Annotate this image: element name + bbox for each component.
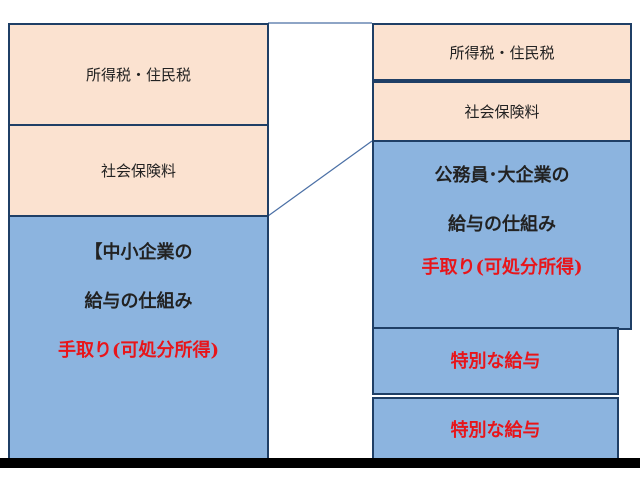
right-take-home-label: 手取り(可処分所得)	[421, 257, 583, 278]
left-title-line2: 給与の仕組み	[84, 291, 193, 312]
right-main-box: 公務員･大企業の 給与の仕組み 手取り(可処分所得)	[372, 140, 632, 330]
right-bonus-box-1: 特別な給与	[372, 327, 619, 395]
left-tax-box: 所得税・住民税	[8, 23, 269, 126]
left-main-box: 【中小企業の 給与の仕組み 手取り(可処分所得)	[8, 215, 269, 463]
right-bonus-label-2: 特別な給与	[450, 419, 541, 441]
right-tax-label: 所得税・住民税	[449, 43, 555, 62]
connector-diagonal-line	[267, 140, 373, 217]
right-main-text: 公務員･大企業の 給与の仕組み 手取り(可処分所得)	[421, 162, 582, 281]
left-main-text: 【中小企業の 給与の仕組み 手取り(可処分所得)	[58, 239, 219, 364]
left-insurance-label: 社会保険料	[100, 162, 176, 180]
right-insurance-box: 社会保険料	[372, 81, 632, 142]
right-title-line2: 給与の仕組み	[447, 214, 556, 235]
right-bonus-label-1: 特別な給与	[450, 350, 541, 372]
right-insurance-label: 社会保険料	[464, 103, 540, 121]
right-tax-box: 所得税・住民税	[372, 23, 632, 81]
bottom-black-bar	[0, 458, 640, 468]
right-title-line1: 公務員･大企業の	[434, 165, 570, 186]
left-insurance-box: 社会保険料	[8, 124, 269, 217]
left-title-line1: 【中小企業の	[84, 242, 193, 263]
right-bonus-box-2: 特別な給与	[372, 397, 619, 463]
left-tax-label: 所得税・住民税	[85, 66, 191, 84]
left-take-home-label: 手取り(可処分所得)	[57, 340, 220, 361]
